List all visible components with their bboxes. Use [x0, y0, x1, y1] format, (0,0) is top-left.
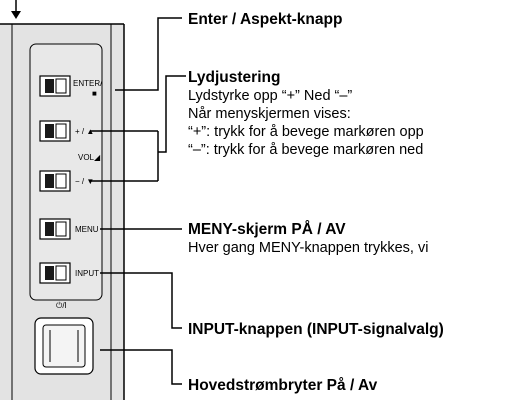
- volume-callout-line3: “+”: trykk for å bevege markøren opp: [188, 124, 424, 140]
- top-arrow-icon: [11, 0, 21, 19]
- menu-key-label: MENU: [75, 225, 99, 234]
- menu-callout-title: MENY-skjerm PÅ / AV: [188, 221, 346, 238]
- volume-leader-line: [90, 75, 186, 182]
- volume-callout-title: Lydjustering: [188, 69, 280, 86]
- volume-callout-line2: Når menyskjermen vises:: [188, 106, 351, 122]
- volume-up-button[interactable]: [39, 120, 71, 142]
- input-key-label: INPUT: [75, 269, 99, 278]
- main-power-switch[interactable]: [34, 317, 94, 375]
- enter-key-symbol: ■: [92, 89, 97, 98]
- power-leader-line: [100, 349, 182, 385]
- menu-callout-line1: Hver gang MENY-knappen trykkes, vi: [188, 240, 428, 256]
- callout-lines: [90, 17, 186, 385]
- enter-callout-title: Enter / Aspekt-knapp: [188, 11, 342, 28]
- volume-callout-line4: “–”: trykk for å bevege markøren ned: [188, 142, 423, 158]
- volume-down-key-label: − / ▼: [75, 177, 94, 186]
- enter-aspect-button[interactable]: [39, 75, 71, 97]
- enter-leader-line: [115, 17, 182, 91]
- menu-button[interactable]: [39, 218, 71, 240]
- input-leader-line: [100, 272, 182, 329]
- power-symbol-label: ⏻/I: [56, 301, 67, 310]
- volume-up-key-label: + / ▲: [75, 127, 94, 136]
- input-button[interactable]: [39, 262, 71, 284]
- volume-down-button[interactable]: [39, 170, 71, 192]
- volume-callout-line1: Lydstyrke opp “+” Ned “–”: [188, 88, 352, 104]
- enter-key-label: ENTER/: [73, 79, 103, 88]
- power-callout-title: Hovedstrømbryter På / Av: [188, 377, 378, 394]
- input-callout-title: INPUT-knappen (INPUT-signalvalg): [188, 321, 444, 338]
- vol-label: VOL◢: [78, 153, 101, 162]
